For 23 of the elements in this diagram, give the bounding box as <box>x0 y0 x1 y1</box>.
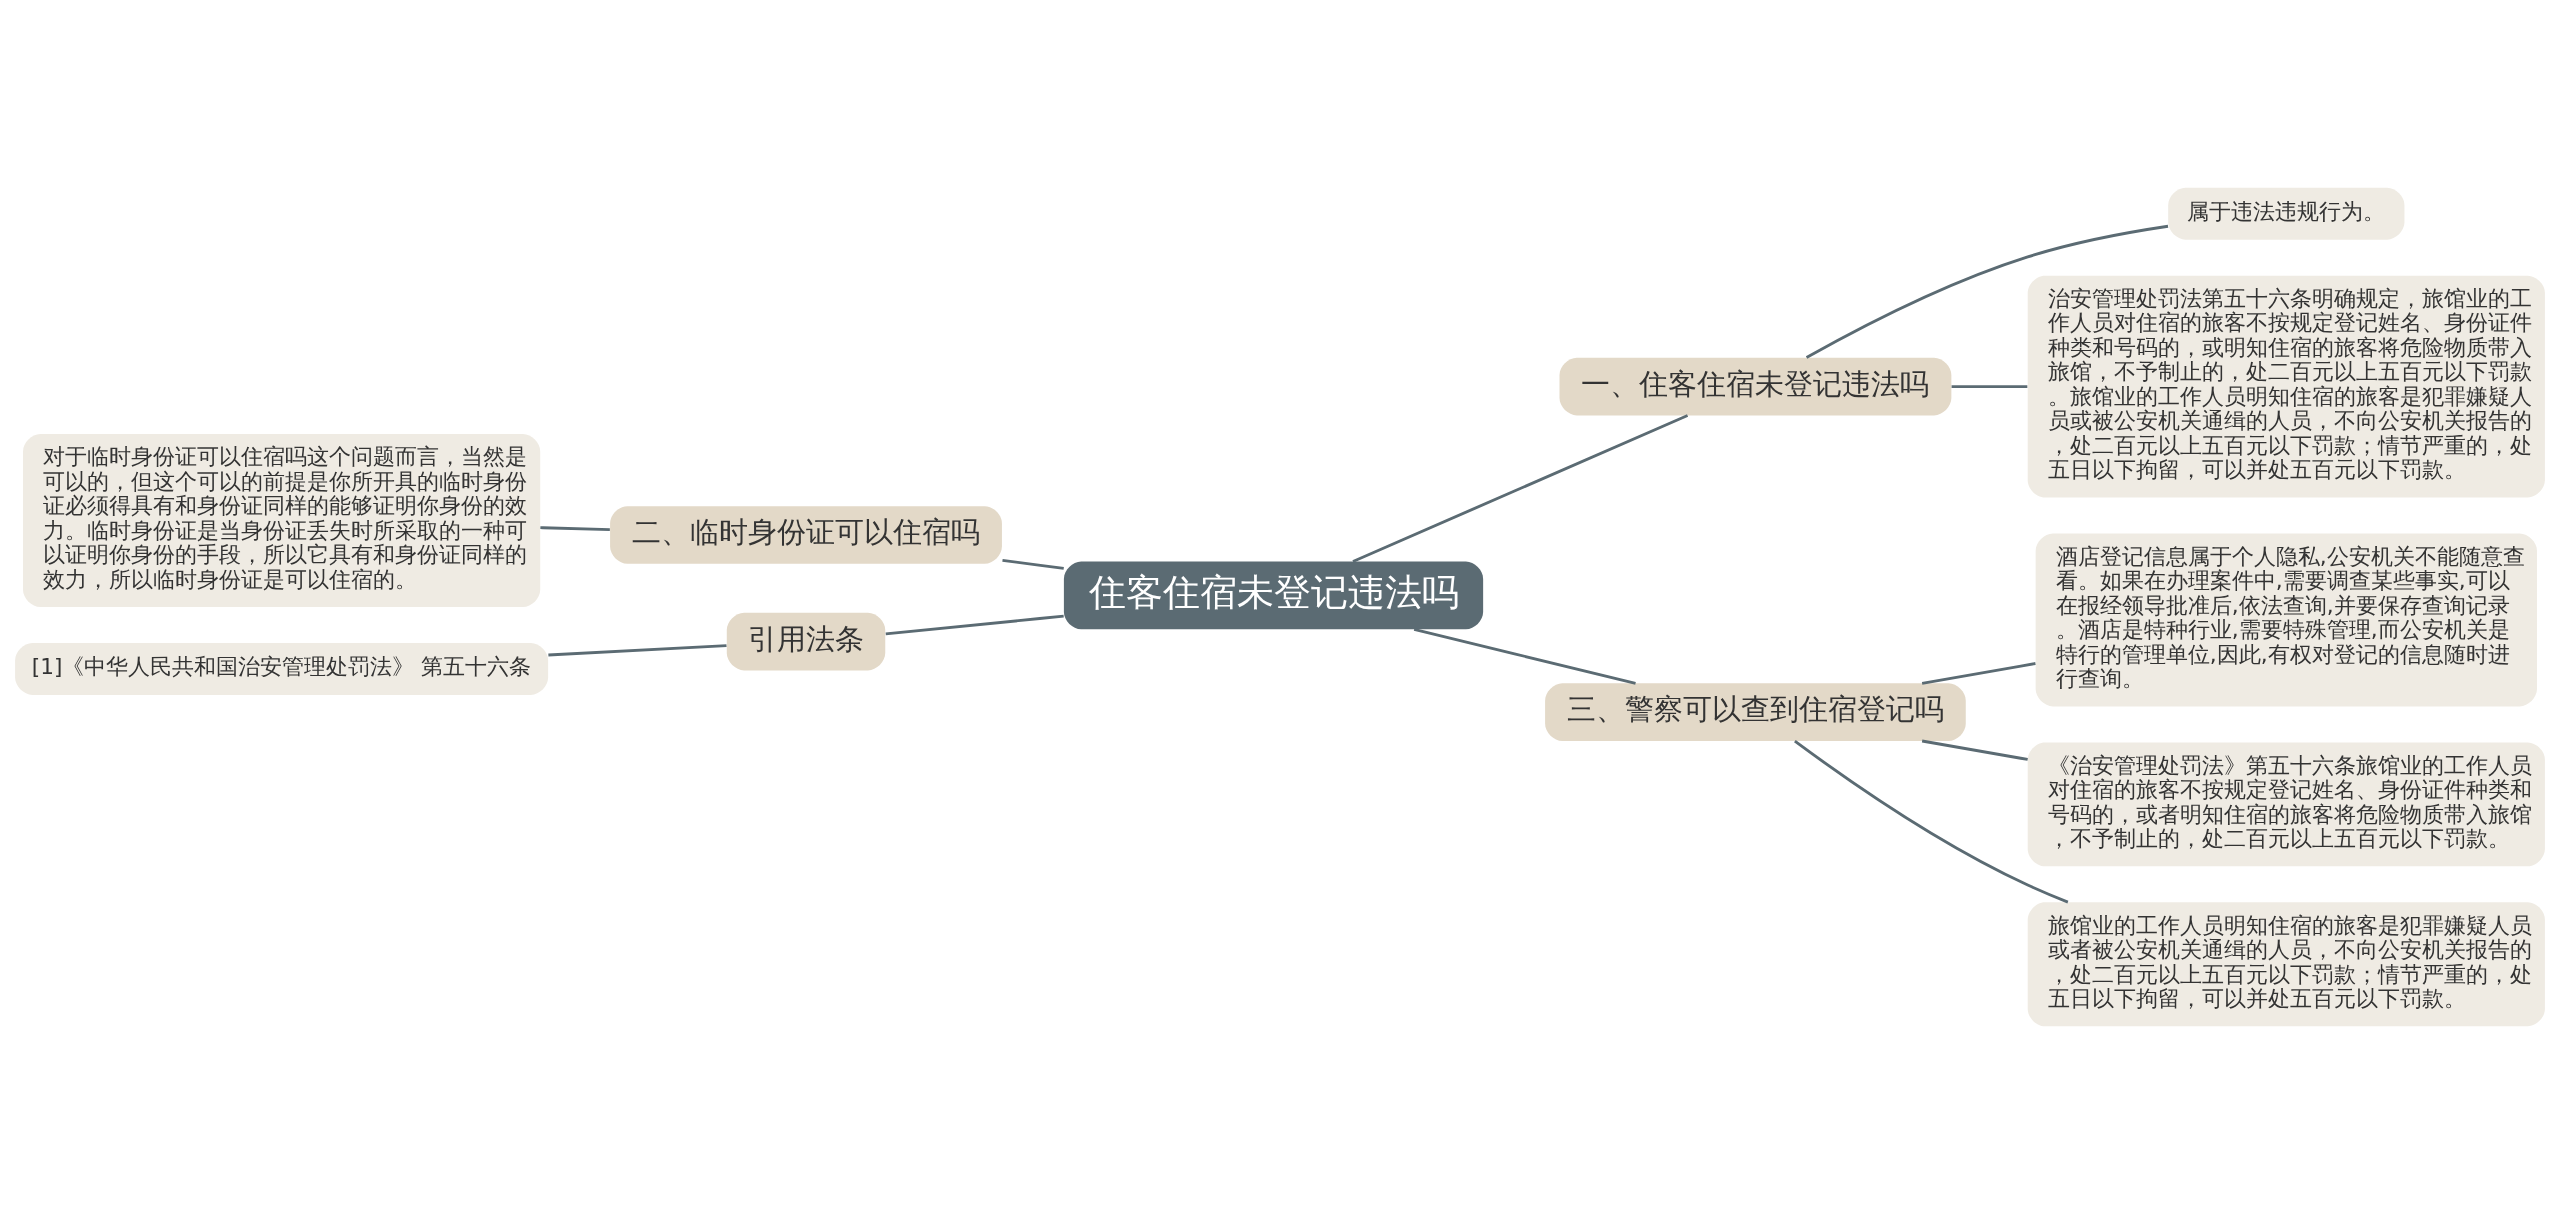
node-box: 引用法条 <box>726 612 886 670</box>
node-box: 治安管理处罚法第五十六条明确规定，旅馆业的工作人员对住宿的旅客不按规定登记姓名、身份证件种类和号码的，或明知住宿的旅客将危险物质带入旅馆，不予制止的，处二百元以上五百元以下罚款。旅馆业的工作人员明知住宿的旅客是犯罪嫌疑人员或被公安机关通缉的人员，不向公安机关报告的，处二百元以上五百元以下罚款；情节严重的，处五日以下拘留，可以并处五百元以下罚款。 <box>2027 275 2545 497</box>
connector <box>1921 661 2036 685</box>
node-box: 对于临时身份证可以住宿吗这个问题而言，当然是可以的，但这个可以的前提是你所开具的临时身份证必须得具有和身份证同样的能够证明你身份的效力。临时身份证是当身份证丢失时所采取的一种可以证明你身份的手段，所以它具有和身份证同样的效力，所以临时身份证是可以住宿的。 <box>23 433 541 607</box>
node-box: 三、警察可以查到住宿登记吗 <box>1545 682 1966 741</box>
node-box: 属于违法违规行为。 <box>2168 187 2405 240</box>
node-box: 二、临时身份证可以住宿吗 <box>610 505 1002 564</box>
node-box: 酒店登记信息属于个人隐私,公安机关不能随意查看。如果在办理案件中,需要调查某些事实,可以在报经领导批准后,依法查询,并要保存查询记录。酒店是特种行业,需要特殊管理,而公安机关是特行的管理单位,因此,有权对登记的信息随时进行查询。 <box>2035 533 2537 706</box>
node-box: [1]《中华人民共和国治安管理处罚法》 第五十六条 <box>15 642 549 695</box>
connector <box>1413 627 1636 685</box>
node-box: 一、住客住宿未登记违法吗 <box>1559 357 1952 415</box>
node-box: 旅馆业的工作人员明知住宿的旅客是犯罪嫌疑人员或者被公安机关通缉的人员，不向公安机关报告的，处二百元以上五百元以下罚款；情节严重的，处五日以下拘留，可以并处五百元以下罚款。 <box>2027 901 2545 1026</box>
connector <box>1352 413 1689 563</box>
node-box: 住客住宿未登记违法吗 <box>1063 561 1484 629</box>
node-box: 《治安管理处罚法》第五十六条旅馆业的工作人员对住宿的旅客不按规定登记姓名、身份证件种类和号码的，或者明知住宿的旅客将危险物质带入旅馆，不予制止的，处二百元以上五百元以下罚款。 <box>2027 741 2545 866</box>
connector <box>885 614 1064 635</box>
connector <box>1951 384 2028 388</box>
connector <box>1921 739 2028 761</box>
connector <box>1794 739 2069 903</box>
connector <box>540 525 610 531</box>
connector <box>548 643 727 656</box>
connector <box>1002 558 1064 570</box>
connector <box>1805 224 2169 359</box>
